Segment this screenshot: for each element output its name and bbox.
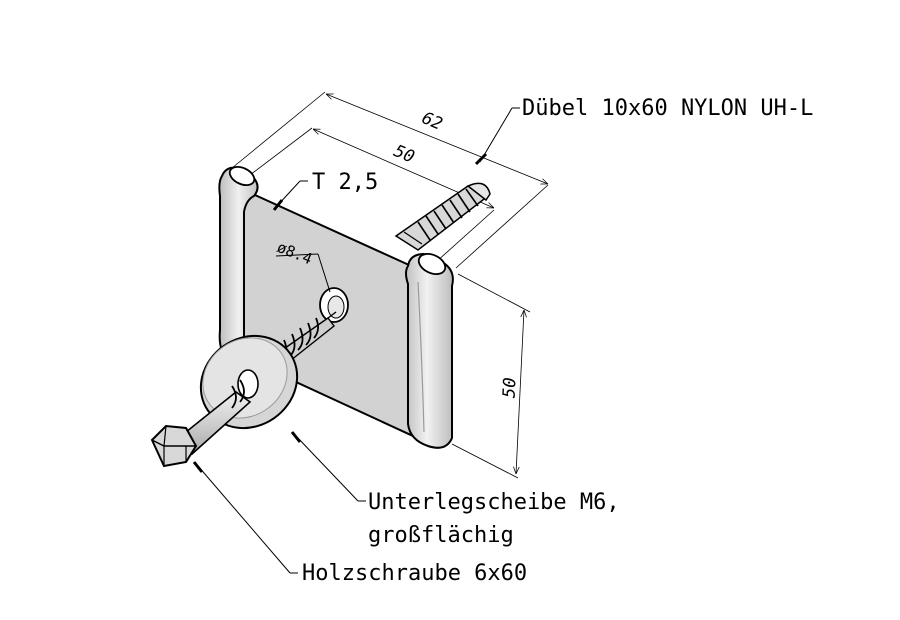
leader-lines [192,107,520,574]
label-anchor: Dübel 10x60 NYLON UH-L [522,96,813,121]
dim-overall-width: 62 [419,108,446,134]
screw-head [150,379,252,468]
label-washer-line1: Unterlegscheibe M6, [368,490,620,515]
nylon-anchor [394,182,491,251]
bracket-plate [218,166,454,449]
extension-lines [231,91,549,479]
label-washer-line2: großflächig [368,523,514,548]
label-screw: Holzschraube 6x60 [302,561,527,586]
dim-height: 50 [499,377,520,399]
dim-inner-width: 50 [391,141,418,167]
label-thickness: T 2,5 [312,170,378,195]
